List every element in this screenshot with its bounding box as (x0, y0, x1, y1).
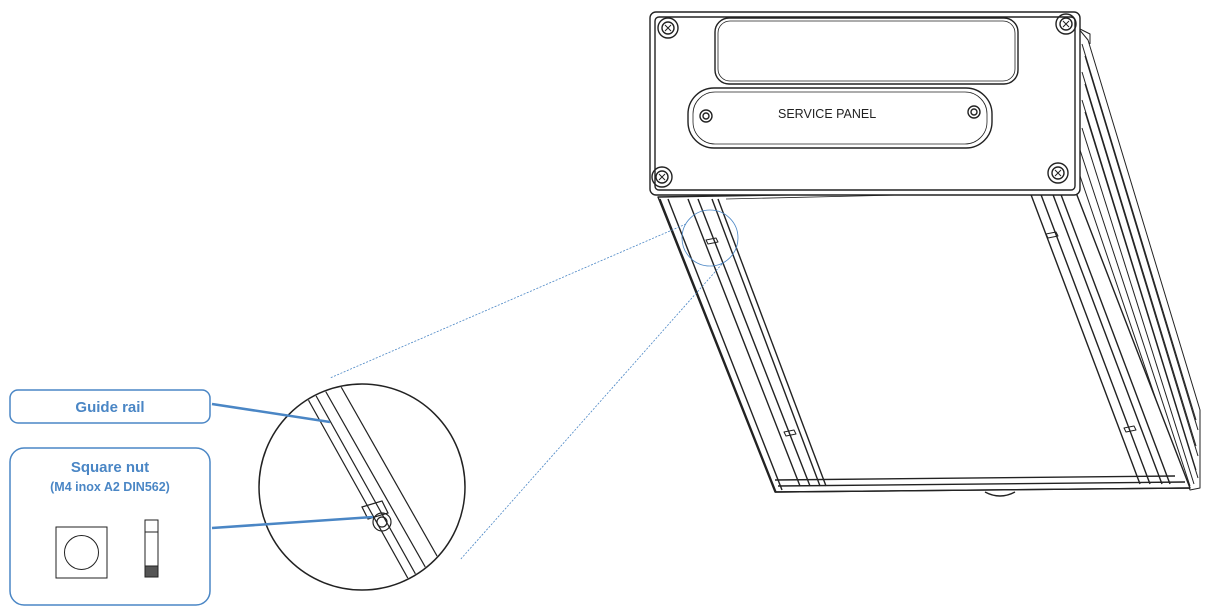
rail-slot-marks (705, 231, 1137, 437)
service-panel-label: SERVICE PANEL (778, 107, 876, 121)
service-panel (687, 87, 993, 149)
square-nut-spec: (M4 inox A2 DIN562) (50, 480, 170, 494)
cooling-fins (1074, 27, 1201, 491)
square-nut-title: Square nut (71, 459, 149, 476)
square-nut-callout (9, 447, 374, 606)
square-nut-leader (211, 515, 374, 530)
square-nut-front-view (55, 526, 108, 579)
guide-rail-callout (9, 389, 331, 424)
zoom-indicator (329, 209, 739, 561)
zoom-line-lower (459, 263, 723, 561)
detail-magnified-view (258, 383, 466, 591)
enclosure (649, 11, 1201, 497)
detail-source-circle (681, 209, 739, 267)
guide-rail-leader (211, 402, 331, 424)
square-nut-side-view (144, 519, 159, 578)
corner-screws (651, 13, 1077, 188)
guide-rail-label: Guide rail (75, 399, 144, 416)
zoom-line-upper (329, 223, 687, 379)
